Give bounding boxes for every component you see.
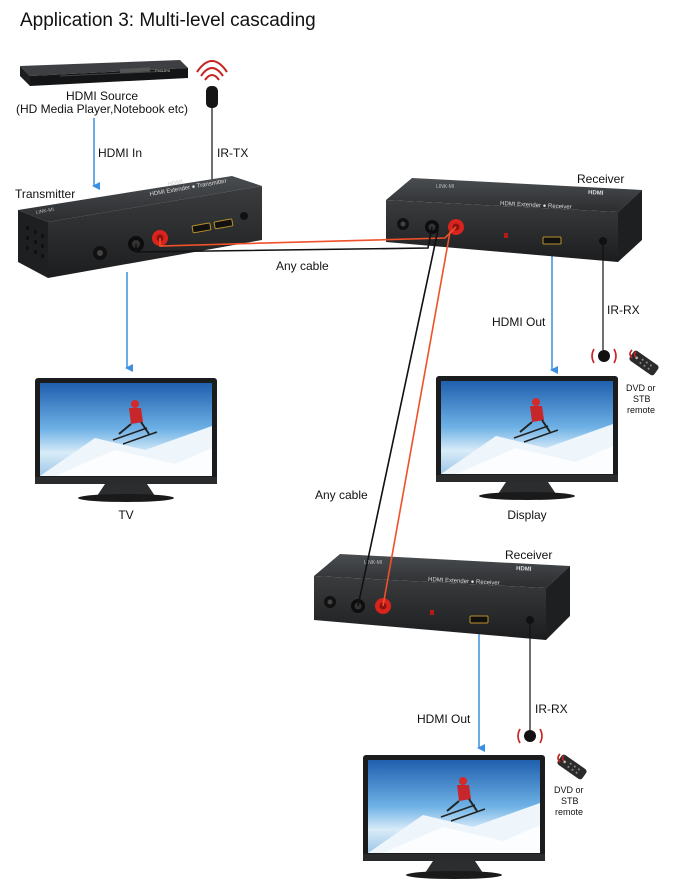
ir-rx-label-2: IR-RX [535, 702, 568, 716]
hdmi-out-label-2: HDMI Out [417, 712, 471, 726]
source-brand-text: PHILIPS [155, 68, 171, 73]
ir-rx-2-cable [517, 624, 543, 744]
display-screen-2 [362, 754, 546, 880]
receiver-1-model-text: HDMI Extender ● Receiver [500, 201, 572, 211]
remote-1-label-line2: STB [633, 394, 651, 404]
receiver-2-brand-text: HDMI [516, 566, 532, 573]
transmitter-port-text: LINK-MI [35, 207, 54, 216]
page-title: Application 3: Multi-level cascading [20, 10, 316, 31]
receiver-1-port-text: LINK-MI [436, 184, 454, 190]
remote-2-icon [555, 752, 589, 782]
transmitter-brand-text: HDMI [167, 179, 183, 188]
remote-1-label-line1: DVD or [626, 383, 656, 393]
receiver-device-1: HDMI Extender ● Receiver HDMI LINK-MI [386, 178, 642, 262]
cable-lines [135, 226, 457, 607]
hdmi-source-player: PHILIPS [20, 60, 188, 86]
receiver-2-model-text: HDMI Extender ● Receiver [428, 577, 500, 587]
remote-1-icon [627, 348, 661, 378]
receiver-1-brand-text: HDMI [588, 190, 604, 197]
tv-screen [34, 377, 218, 503]
hdmi-out-label-1: HDMI Out [492, 315, 546, 329]
source-label: HDMI Source [65, 89, 139, 103]
receiver-2-label: Receiver [505, 548, 553, 562]
receiver-device-2: HDMI Extender ● Receiver HDMI LINK-MI [314, 554, 570, 640]
ir-tx-label: IR-TX [217, 146, 249, 160]
ir-rx-label-1: IR-RX [607, 303, 640, 317]
any-cable-label-1: Any cable [276, 259, 329, 273]
remote-2-label-line3: remote [555, 807, 584, 817]
tv-label: TV [118, 508, 134, 522]
display-label: Display [507, 508, 547, 522]
remote-2-label-line2: STB [561, 796, 579, 806]
ir-tx-emitter [196, 60, 228, 190]
transmitter-device: HDMI Extender ● Transmitter HDMI LINK-MI [18, 176, 262, 278]
source-sublabel: (HD Media Player,Notebook etc) [15, 102, 189, 116]
display-screen [435, 375, 619, 501]
transmitter-label: Transmitter [15, 187, 76, 201]
hdmi-in-label: HDMI In [98, 146, 143, 160]
remote-1-label-line3: remote [627, 405, 656, 415]
any-cable-label-2: Any cable [315, 488, 368, 502]
ir-rx-1-cable [591, 245, 617, 364]
remote-2-label-line1: DVD or [554, 785, 584, 795]
receiver-2-port-text: LINK-MI [364, 560, 382, 566]
receiver-1-label: Receiver [577, 172, 625, 186]
